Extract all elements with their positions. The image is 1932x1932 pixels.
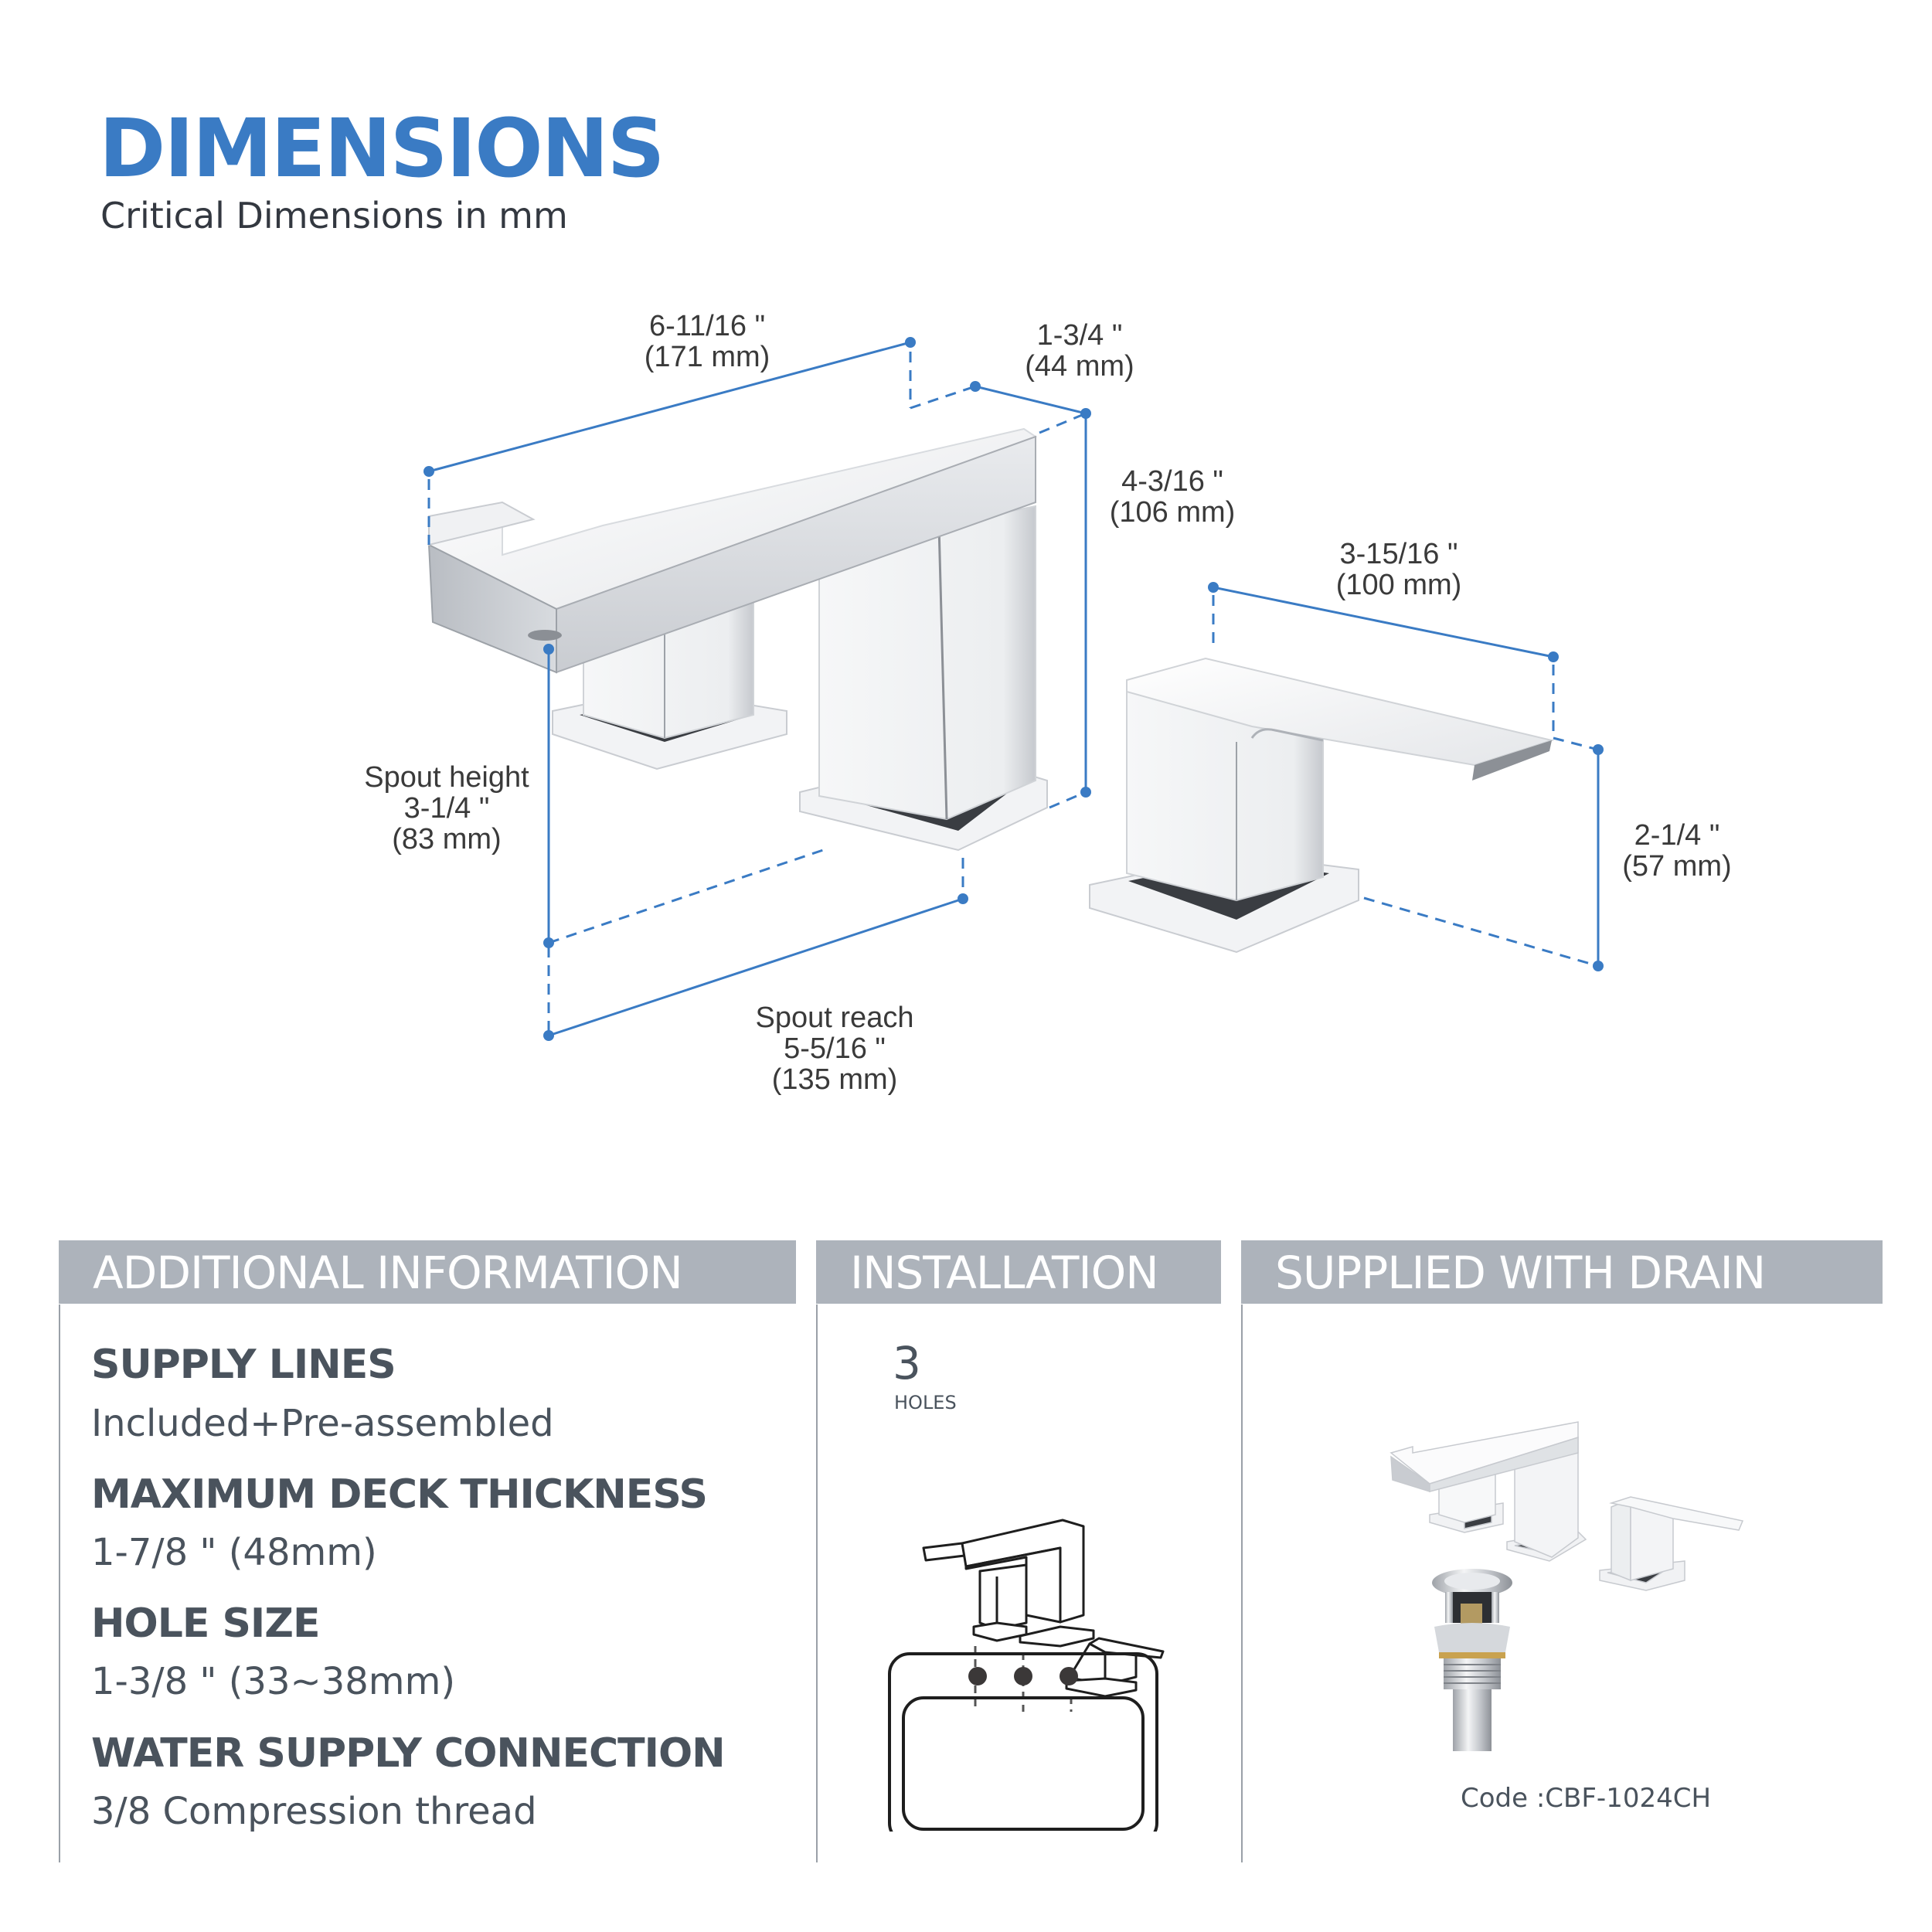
holes-count: 3 bbox=[893, 1337, 921, 1389]
dim-mm: (106 mm) bbox=[1109, 496, 1236, 529]
product-code: Code :CBF-1024CH bbox=[1461, 1783, 1712, 1814]
dim-caption: Spout reach bbox=[755, 1002, 914, 1034]
dim-inch: 6-11/16 " bbox=[648, 310, 766, 342]
info-value-supply-lines: Included+Pre-assembled bbox=[91, 1402, 554, 1445]
info-key-water-supply: WATER SUPPLY CONNECTION bbox=[91, 1730, 726, 1777]
info-value-deck-thickness: 1-7/8 " (48mm) bbox=[91, 1531, 377, 1574]
dim-mm: (44 mm) bbox=[1025, 350, 1134, 383]
handle-faucet-image bbox=[1089, 657, 1555, 954]
dim-inch: 5-5/16 " bbox=[784, 1032, 886, 1065]
panel-divider bbox=[59, 1304, 60, 1862]
dim-inch: 3-1/4 " bbox=[403, 792, 490, 825]
dim-inch: 4-3/16 " bbox=[1121, 465, 1223, 498]
info-value-hole-size: 1-3/8 " (33~38mm) bbox=[91, 1660, 456, 1703]
dim-inch: 3-15/16 " bbox=[1339, 538, 1458, 570]
dim-handle-height: 2-1/4 " (57 mm) bbox=[1622, 820, 1731, 882]
info-key-supply-lines: SUPPLY LINES bbox=[91, 1342, 396, 1388]
page-title: DIMENSIONS bbox=[99, 101, 665, 196]
dim-caption: Spout height bbox=[364, 761, 529, 794]
page-subtitle: Critical Dimensions in mm bbox=[100, 195, 568, 236]
supplied-with-drain-header: SUPPLIED WITH DRAIN bbox=[1241, 1240, 1883, 1304]
three-hole-sink-icon bbox=[888, 1519, 1165, 1832]
spout-faucet-image bbox=[427, 427, 1048, 852]
info-key-deck-thickness: MAXIMUM DECK THICKNESS bbox=[91, 1471, 708, 1518]
dim-overall-height: 4-3/16 " (106 mm) bbox=[1110, 466, 1236, 528]
holes-label: HOLES bbox=[894, 1392, 957, 1413]
dim-inch: 2-1/4 " bbox=[1634, 819, 1720, 852]
dim-mm: (100 mm) bbox=[1335, 569, 1462, 601]
info-key-hole-size: HOLE SIZE bbox=[91, 1600, 321, 1647]
dim-spout-reach: Spout reach 5-5/16 " (135 mm) bbox=[756, 1002, 914, 1095]
additional-information-header: ADDITIONAL INFORMATION bbox=[59, 1240, 796, 1304]
dim-handle-length: 3-15/16 " (100 mm) bbox=[1336, 539, 1462, 600]
dim-mm: (83 mm) bbox=[392, 823, 502, 855]
panel-divider bbox=[1241, 1304, 1243, 1862]
dim-inch: 1-3/4 " bbox=[1036, 319, 1123, 352]
dimension-diagram bbox=[423, 337, 1604, 1041]
dim-overall-length: 6-11/16 " (171 mm) bbox=[645, 311, 770, 372]
dim-spout-height: Spout height 3-1/4 " (83 mm) bbox=[364, 762, 529, 855]
dim-body-depth: 1-3/4 " (44 mm) bbox=[1025, 320, 1134, 382]
info-value-water-supply: 3/8 Compression thread bbox=[91, 1790, 537, 1833]
faucet-with-drain-image bbox=[1389, 1421, 1744, 1751]
installation-header: INSTALLATION bbox=[816, 1240, 1221, 1304]
dimension-lines bbox=[427, 341, 1600, 1037]
dim-mm: (171 mm) bbox=[644, 341, 770, 373]
panel-divider bbox=[816, 1304, 818, 1862]
dimension-endpoints bbox=[423, 337, 1604, 1041]
dim-mm: (57 mm) bbox=[1622, 850, 1732, 883]
dim-mm: (135 mm) bbox=[771, 1063, 898, 1096]
